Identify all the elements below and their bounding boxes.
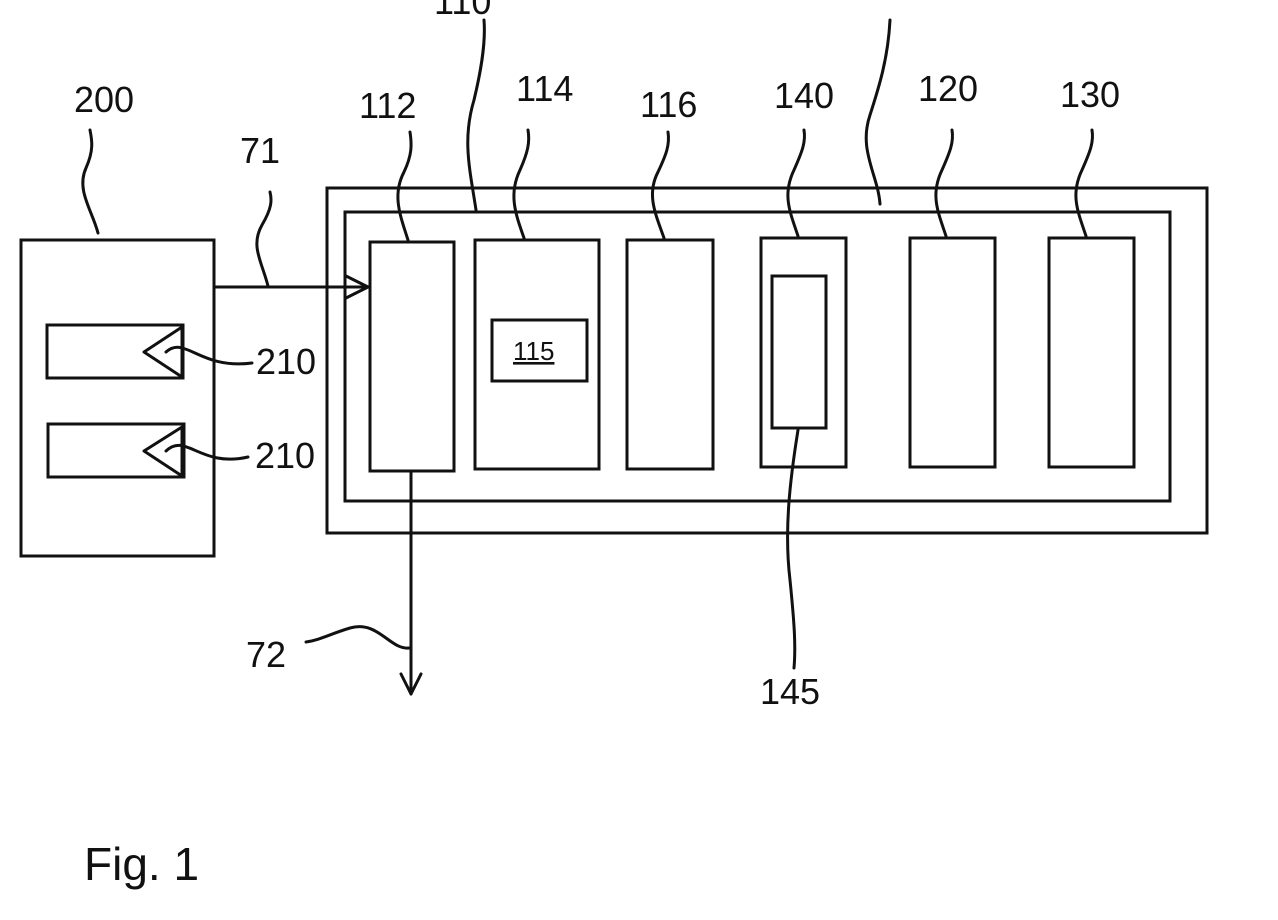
leader-110 [468,20,485,210]
leader-210-a [166,347,252,364]
triangle-icon [144,427,182,476]
leader-200 [83,130,98,233]
label-130: 130 [1060,74,1120,115]
leader-outer-housing [866,20,890,204]
subunit-210-b-box [48,424,184,477]
label-145: 145 [760,671,820,712]
leader-112 [398,132,411,240]
leader-72 [306,627,409,648]
figure-caption: Fig. 1 [84,838,199,890]
block-120-box [910,238,995,467]
subunit-210-a-box [47,325,183,378]
label-210-a: 210 [256,341,316,382]
label-120: 120 [918,68,978,109]
label-114: 114 [516,68,573,109]
system-200-box [21,240,214,556]
leader-116 [652,132,668,238]
label-72: 72 [246,634,286,675]
leader-210-b [166,445,248,459]
block-140-box [761,238,846,467]
leader-114 [514,130,529,238]
leader-130 [1076,130,1093,236]
leader-71 [257,192,271,286]
triangle-icon [144,327,182,377]
label-210-b: 210 [255,435,315,476]
outer-housing-box [327,188,1207,533]
label-140: 140 [774,75,834,116]
leader-140 [788,130,805,236]
label-71: 71 [240,130,280,171]
leader-120 [936,130,953,236]
label-112: 112 [359,85,416,126]
element-145-box [772,276,826,428]
label-115: 115 [513,336,554,366]
unit-110-box [345,212,1170,501]
label-116: 116 [640,84,697,125]
label-110: 110 [434,0,491,22]
label-200: 200 [74,79,134,120]
block-116-box [627,240,713,469]
block-112-box [370,242,454,471]
block-130-box [1049,238,1134,467]
